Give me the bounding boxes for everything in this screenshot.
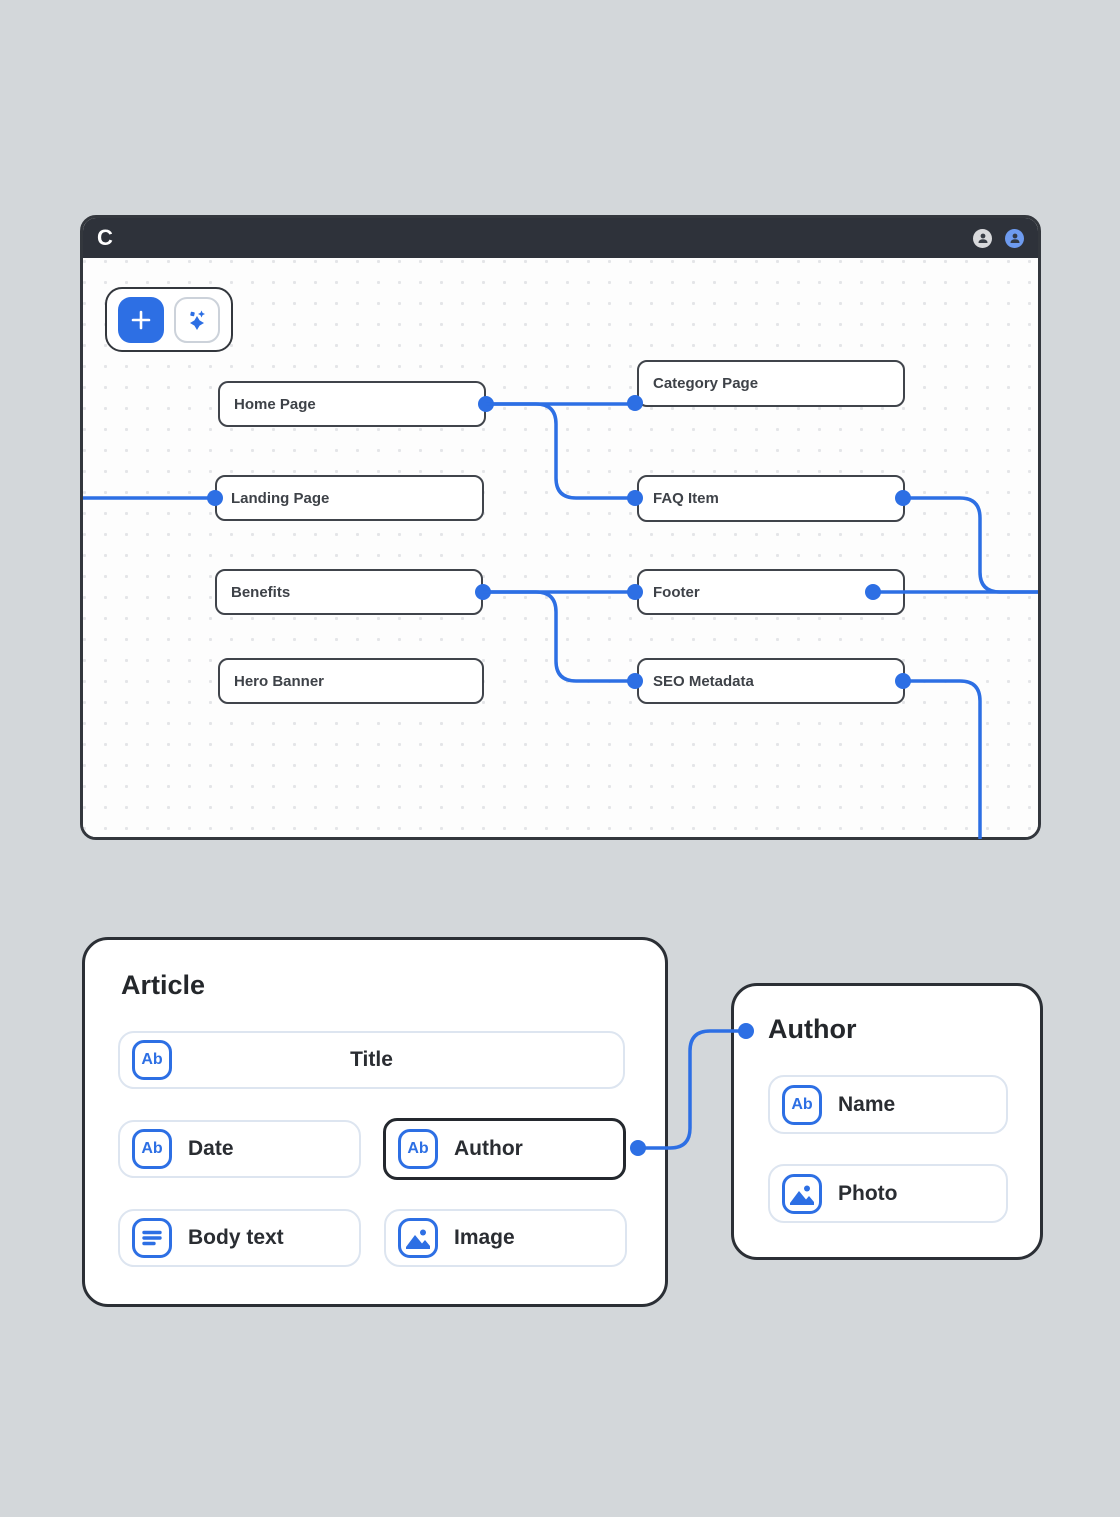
contentful-logo: C: [97, 225, 113, 250]
collaborator-avatar[interactable]: [973, 228, 992, 248]
node-faq-item[interactable]: FAQ Item: [637, 475, 905, 522]
node-label: Category Page: [653, 375, 759, 392]
text-field-icon: Ab: [782, 1084, 822, 1125]
field-label: Date: [188, 1137, 234, 1160]
field-label: Body text: [188, 1226, 284, 1249]
node-home-page[interactable]: Home Page: [218, 381, 486, 427]
rich-text-icon: [132, 1218, 172, 1258]
field-label: Title: [350, 1048, 393, 1071]
text-field-icon: Ab: [132, 1040, 172, 1080]
author-card: Author Ab Name Photo: [731, 983, 1043, 1260]
node-label: Footer: [653, 583, 700, 601]
text-field-icon: Ab: [398, 1129, 438, 1169]
window-titlebar: C: [83, 218, 1038, 258]
image-icon: [782, 1173, 822, 1214]
node-label: Hero Banner: [234, 672, 325, 690]
field-date[interactable]: Ab Date: [118, 1120, 361, 1178]
field-label: Author: [454, 1137, 523, 1160]
node-seo-metadata[interactable]: SEO Metadata: [637, 658, 905, 704]
ai-generate-button[interactable]: [174, 296, 220, 343]
titlebar-avatars: [973, 228, 1024, 248]
node-landing-page[interactable]: Landing Page: [215, 475, 484, 521]
node-label: Home Page: [234, 395, 316, 413]
field-label: Photo: [838, 1181, 898, 1205]
field-label: Image: [454, 1226, 515, 1249]
node-footer[interactable]: Footer: [637, 569, 905, 615]
node-hero-banner[interactable]: Hero Banner: [218, 658, 484, 704]
article-card: Article Ab Title Ab Date Ab Author: [82, 937, 668, 1307]
field-title[interactable]: Ab Title: [118, 1031, 625, 1089]
person-icon: [1010, 233, 1019, 243]
field-label: Name: [838, 1092, 896, 1116]
card-title: Article: [121, 970, 206, 1000]
node-label: Benefits: [231, 583, 291, 601]
diagram-canvas[interactable]: [83, 258, 1038, 837]
canvas-toolbar: [105, 287, 233, 352]
collaborator-avatar[interactable]: [1005, 228, 1024, 248]
field-name[interactable]: Ab Name: [768, 1075, 1008, 1134]
diagram-window: C: [80, 215, 1041, 840]
plus-icon: [131, 310, 151, 329]
field-author[interactable]: Ab Author: [383, 1118, 626, 1180]
text-field-icon: Ab: [132, 1129, 172, 1169]
node-label: FAQ Item: [653, 490, 719, 507]
field-body-text[interactable]: Body text: [118, 1209, 361, 1267]
node-benefits[interactable]: Benefits: [215, 569, 483, 615]
node-label: Landing Page: [231, 489, 330, 507]
add-content-type-button[interactable]: [118, 296, 164, 343]
field-photo[interactable]: Photo: [768, 1164, 1008, 1223]
node-label: SEO Metadata: [653, 672, 754, 690]
card-title: Author: [768, 1014, 857, 1044]
image-icon: [398, 1218, 438, 1258]
node-category-page[interactable]: Category Page: [637, 360, 905, 407]
person-icon: [978, 233, 987, 243]
field-image[interactable]: Image: [384, 1209, 627, 1267]
sparkles-icon: [190, 310, 205, 330]
